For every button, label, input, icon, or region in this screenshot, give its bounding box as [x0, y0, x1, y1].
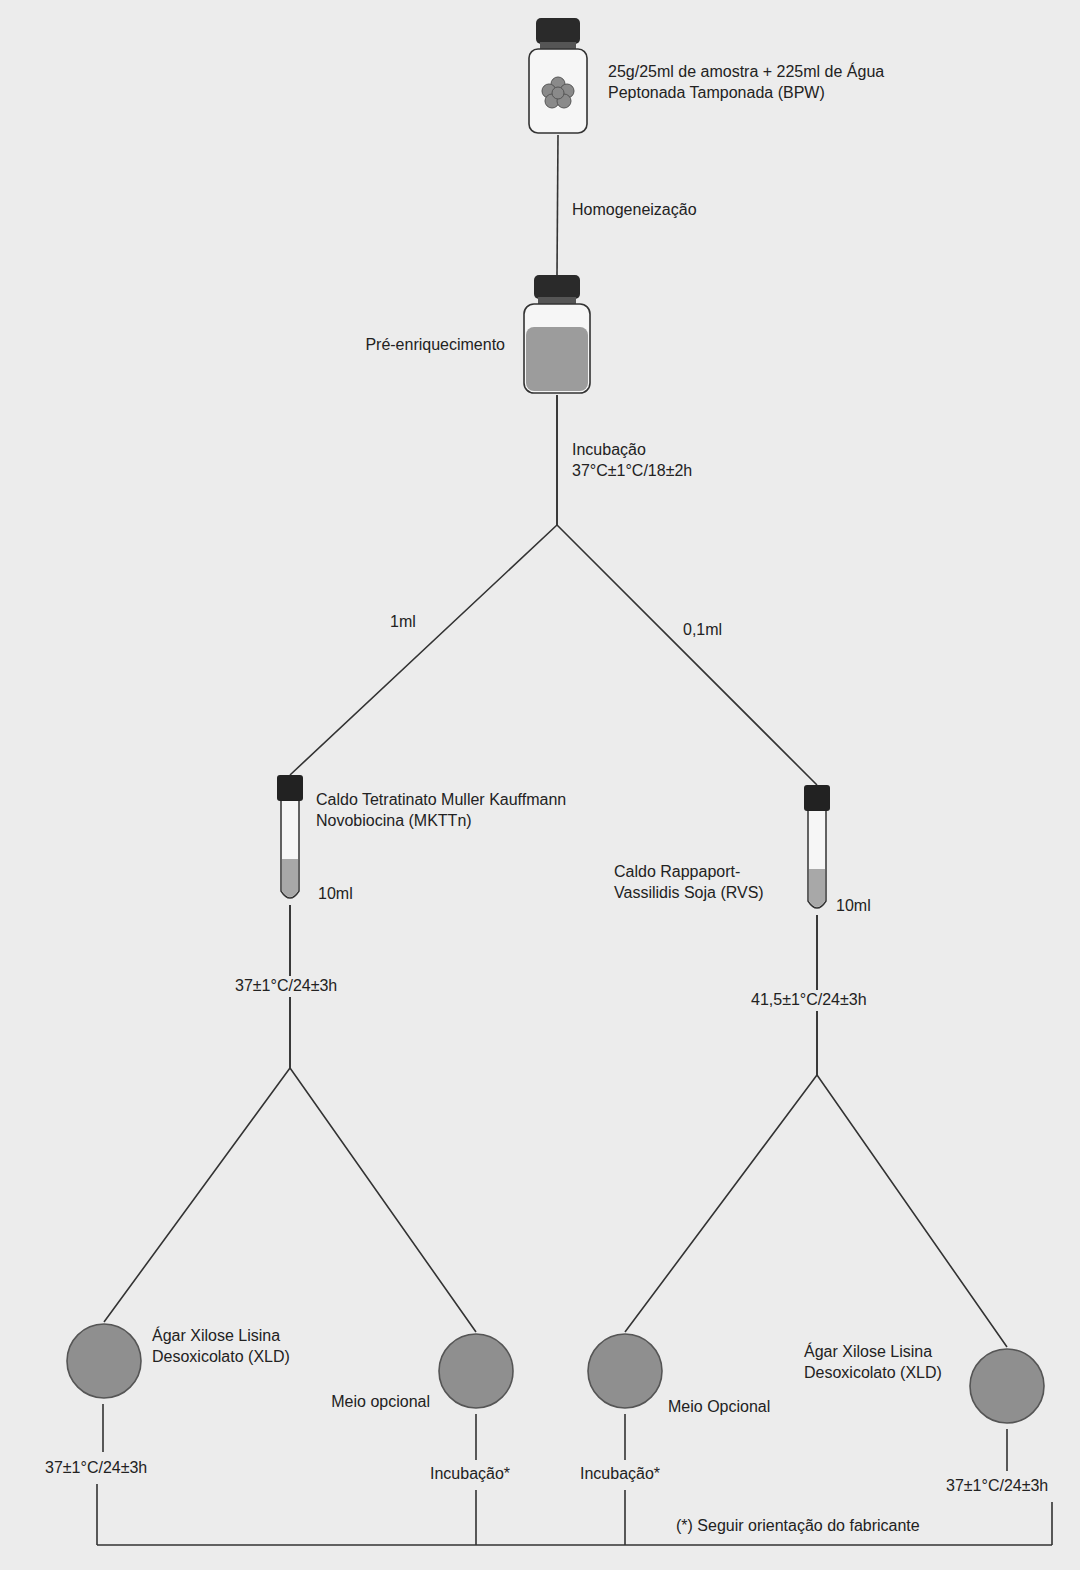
connector-line [557, 135, 558, 275]
tick-line [475, 1490, 477, 1545]
connector-line [817, 915, 1007, 1347]
incubation-note: Incubação* [580, 1464, 660, 1485]
connector-line [290, 395, 557, 775]
incubation-note: Incubação* [430, 1464, 510, 1485]
node-label: Ágar Xilose Lisina Desoxicolato (XLD) [804, 1342, 964, 1384]
node-label: 25g/25ml de amostra + 225ml de Água Pept… [608, 62, 953, 104]
plate-shape [586, 1332, 664, 1410]
incubation-note: 41,5±1°C/24±3h [748, 990, 870, 1011]
incubation-note: Incubação 37°C±1°C/18±2h [572, 440, 712, 482]
connector-line [104, 905, 290, 1322]
node-label: Caldo Tetratinato Muller Kauffmann Novob… [316, 790, 571, 832]
volume-label: 10ml [318, 884, 378, 905]
node-label: Pré-enriquecimento [320, 335, 505, 356]
node-label: Meio Opcional [668, 1397, 788, 1418]
node-label: Meio opcional [318, 1392, 430, 1413]
bottle2-shape [522, 275, 592, 395]
edge-label: 0,1ml [683, 620, 722, 641]
connector-line [290, 905, 476, 1332]
plate-shape [968, 1347, 1046, 1425]
volume-label: 10ml [836, 896, 896, 917]
incubation-note: 37±1°C/24±3h [45, 1458, 147, 1479]
edge-label: Homogeneização [572, 200, 697, 221]
plate-shape [65, 1322, 143, 1400]
tick-line [1006, 1429, 1008, 1471]
tube-shape [277, 775, 303, 905]
tube-shape [804, 785, 830, 915]
broth-tube: Caldo Rappaport- Vassilidis Soja (RVS)10… [804, 785, 830, 915]
agar-plate: Ágar Xilose Lisina Desoxicolato (XLD) [968, 1347, 1046, 1425]
sample-bottle: 25g/25ml de amostra + 225ml de Água Pept… [527, 18, 589, 135]
agar-plate: Meio opcional [437, 1332, 515, 1410]
connector-line [557, 395, 817, 785]
edge-label: 1ml [390, 612, 416, 633]
broth-tube: Caldo Tetratinato Muller Kauffmann Novob… [277, 775, 303, 905]
tick-line [1051, 1502, 1053, 1545]
footnote: (*) Seguir orientação do fabricante [676, 1516, 920, 1537]
bottle-shape [527, 18, 589, 135]
agar-plate: Ágar Xilose Lisina Desoxicolato (XLD) [65, 1322, 143, 1400]
enrichment-bottle: Pré-enriquecimento [522, 275, 592, 395]
agar-plate: Meio Opcional [586, 1332, 664, 1410]
tick-line [624, 1414, 626, 1460]
node-label: Caldo Rappaport- Vassilidis Soja (RVS) [614, 862, 798, 904]
plate-shape [437, 1332, 515, 1410]
tick-line [102, 1404, 104, 1452]
tick-line [624, 1490, 626, 1545]
node-label: Ágar Xilose Lisina Desoxicolato (XLD) [152, 1326, 312, 1368]
bracket-line [97, 1544, 1052, 1546]
tick-line [475, 1414, 477, 1460]
incubation-note: 37±1°C/24±3h [232, 976, 340, 997]
incubation-note: 37±1°C/24±3h [946, 1476, 1048, 1497]
connector-line [625, 915, 817, 1332]
tick-line [96, 1484, 98, 1545]
